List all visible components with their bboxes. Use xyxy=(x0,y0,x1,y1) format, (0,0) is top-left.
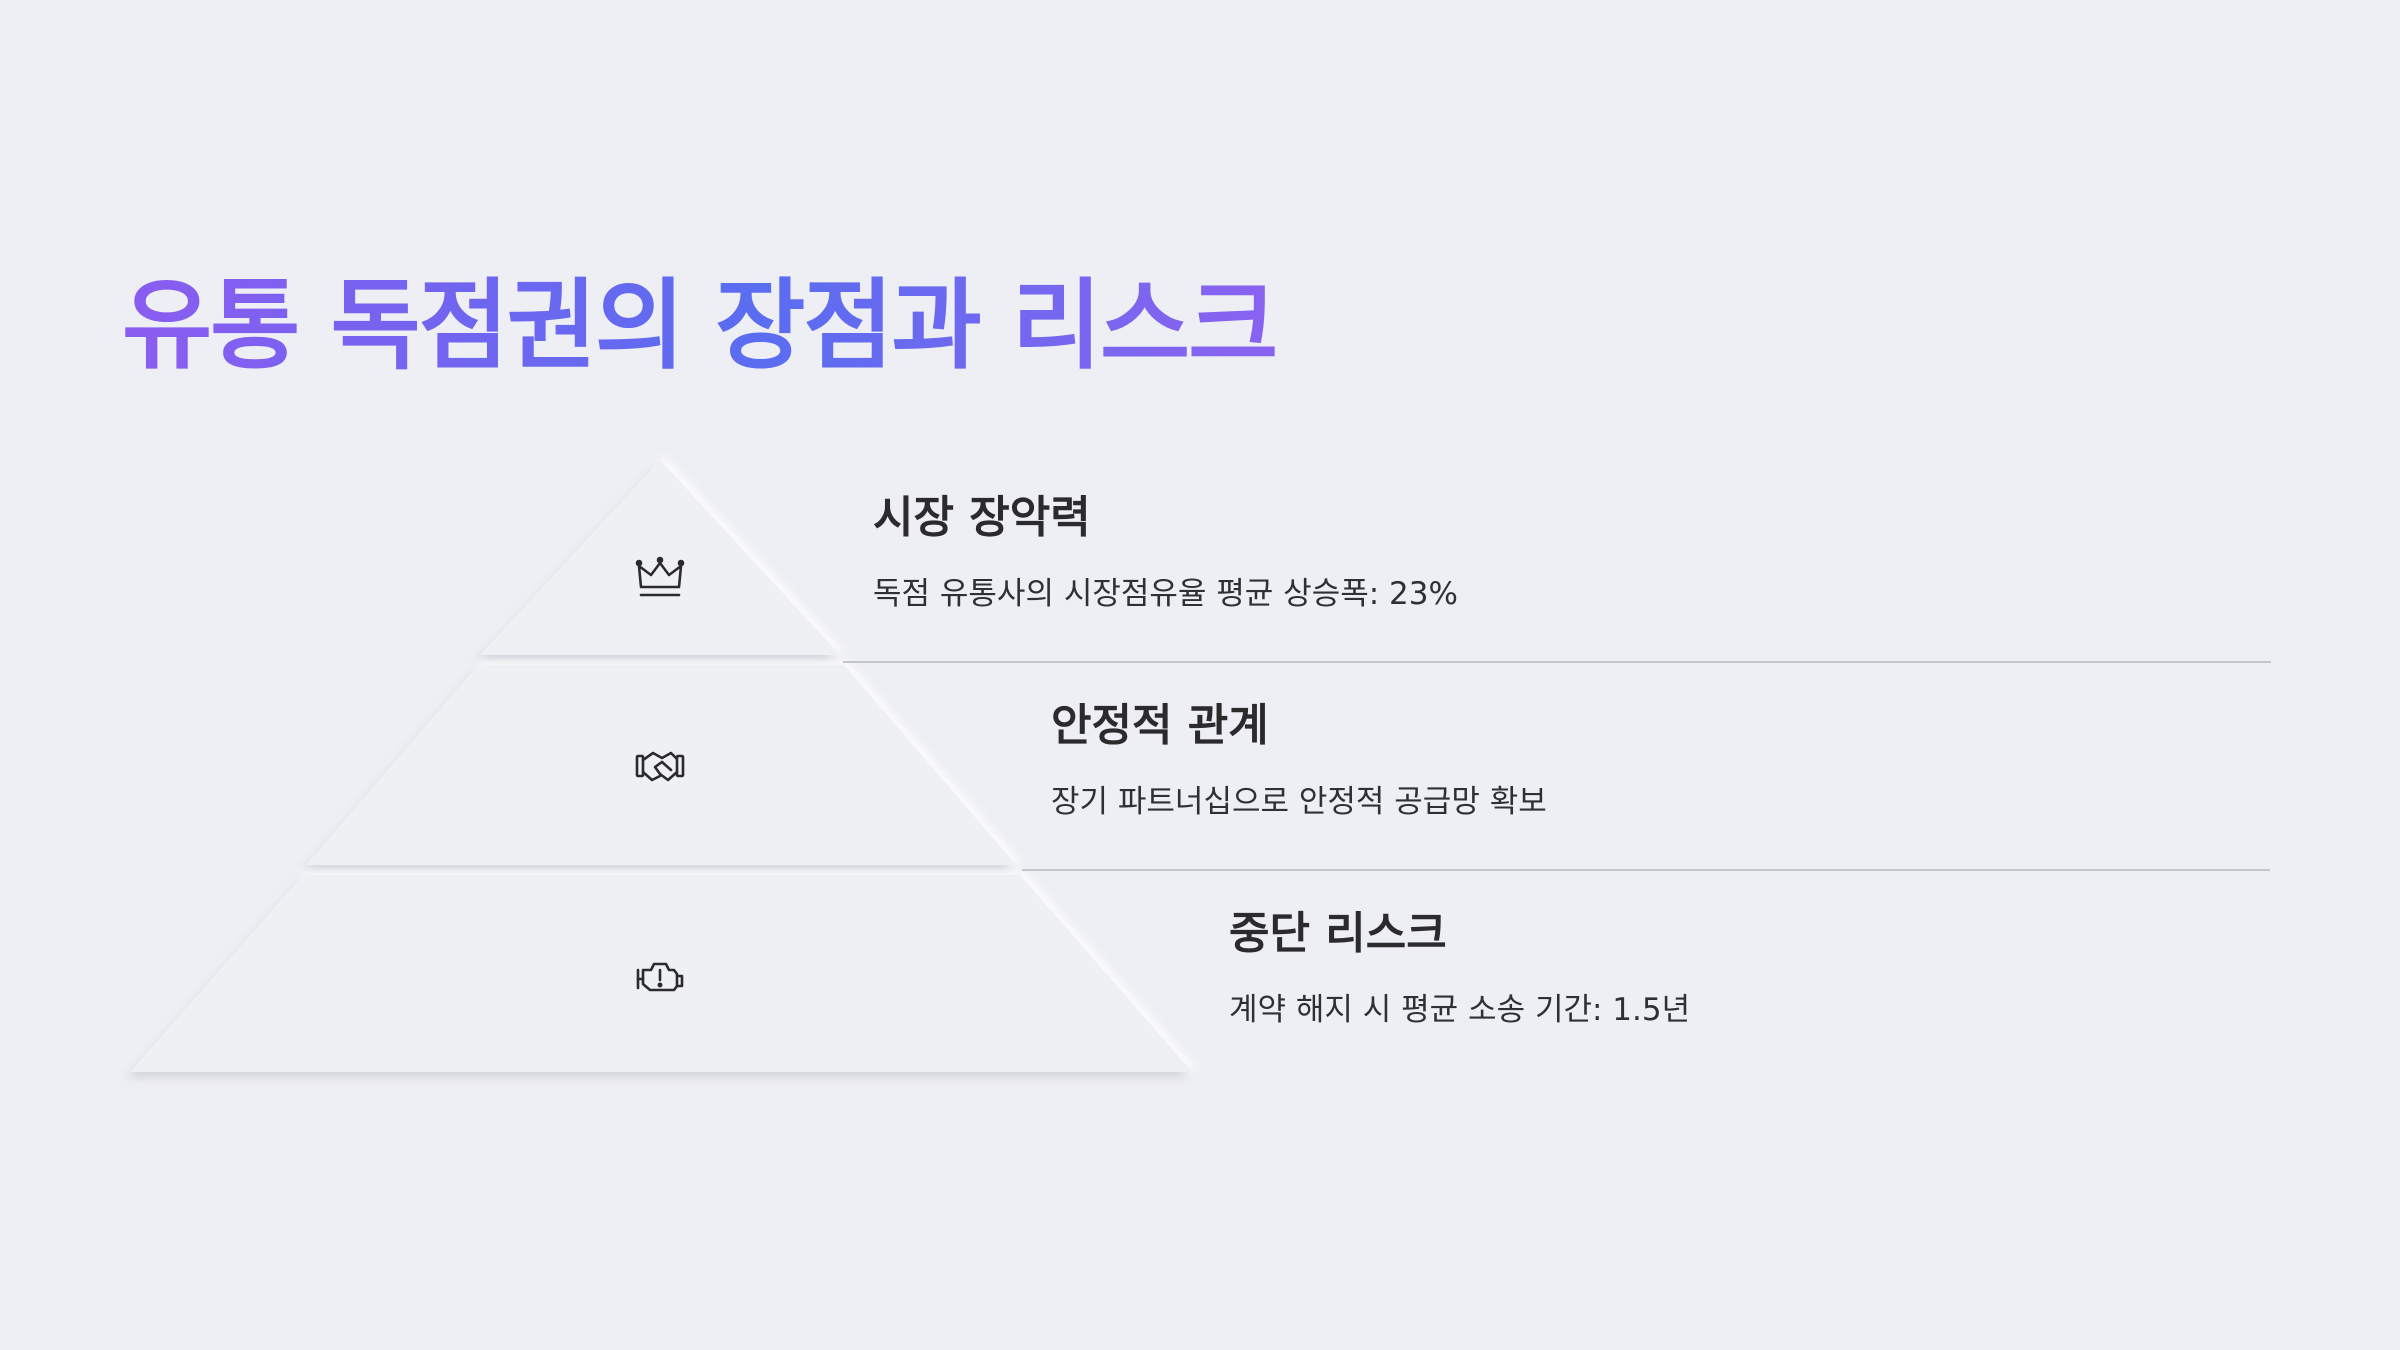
level-title-market-power: 시장 장악력 xyxy=(873,492,1091,543)
level-title-stable-relationship: 안정적 관계 xyxy=(1051,700,1269,751)
handshake-icon xyxy=(635,751,685,782)
divider-2 xyxy=(1022,869,2270,871)
level-description-market-power: 독점 유통사의 시장점유율 평균 상승폭: 23% xyxy=(873,576,1458,612)
divider-1 xyxy=(843,661,2271,663)
crown-icon xyxy=(635,556,685,597)
engine-warning-icon xyxy=(636,962,684,992)
pyramid-tier-middle xyxy=(306,665,1016,865)
level-description-disruption-risk: 계약 해지 시 평균 소송 기간: 1.5년 xyxy=(1229,992,1691,1028)
level-title-disruption-risk: 중단 리스크 xyxy=(1229,908,1447,959)
level-description-stable-relationship: 장기 파트너십으로 안정적 공급망 확보 xyxy=(1051,784,1547,820)
page-title: 유통 독점권의 장점과 리스크 xyxy=(122,268,1278,386)
